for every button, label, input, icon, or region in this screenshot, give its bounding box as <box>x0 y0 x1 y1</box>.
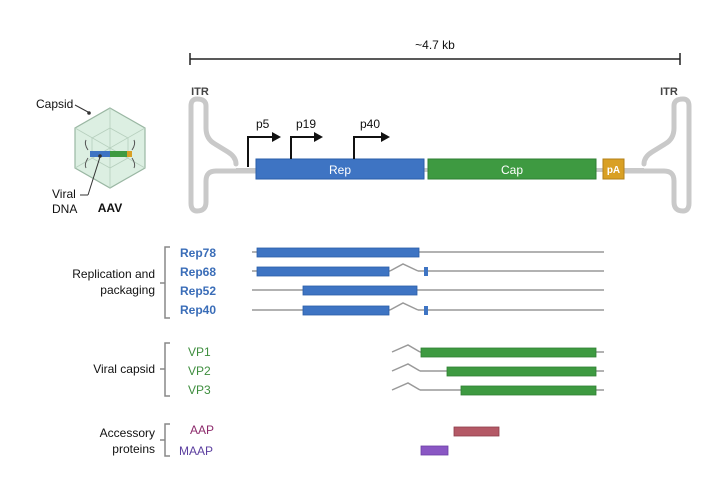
replication-group: Replication and packaging Rep78 Rep68 Re… <box>72 246 604 319</box>
dna-cap-segment <box>110 151 127 157</box>
aap-bar <box>453 426 500 437</box>
cap-gene-label: Cap <box>501 163 523 177</box>
polya-label: pA <box>607 165 620 176</box>
vp1-label: VP1 <box>188 345 211 359</box>
genome-map: ITR ITR Rep Cap pA p5 p19 p40 <box>188 86 692 214</box>
rep-gene <box>255 158 425 180</box>
genome-length-scale: ~4.7 kb <box>189 38 681 65</box>
rep78-label: Rep78 <box>180 246 216 260</box>
accessory-bracket <box>160 423 170 457</box>
promoter-p5-icon <box>247 136 272 167</box>
replication-label-1: Replication and <box>72 267 155 281</box>
dna-pa-segment <box>127 151 132 157</box>
capsid-group: Viral capsid VP1 VP2 VP3 <box>93 342 604 397</box>
rep-gene-label: Rep <box>329 163 351 177</box>
dna-rep-segment <box>90 151 110 157</box>
itr-right-hairpin <box>621 96 692 214</box>
promoter-p40-label: p40 <box>360 117 380 131</box>
rep52-label: Rep52 <box>180 284 216 298</box>
vp2-bar <box>446 366 597 377</box>
capsid-callout-line <box>74 104 89 113</box>
maap-bar <box>420 445 449 456</box>
vp3-bar <box>460 385 597 396</box>
rep52-bar <box>302 285 418 296</box>
accessory-label-1: Accessory <box>100 426 155 440</box>
aav-label: AAV <box>98 201 122 215</box>
capsid-bracket <box>160 342 170 397</box>
accessory-group: Accessory proteins AAP MAAP <box>100 423 500 458</box>
itr-left-hairpin <box>188 96 260 214</box>
cap-gene <box>427 158 597 180</box>
vp1-intron <box>391 344 421 353</box>
vp2-label: VP2 <box>188 364 211 378</box>
capsid-callout-dot <box>87 111 91 115</box>
dna-itr-left-icon <box>84 139 89 169</box>
promoter-p19-icon <box>290 136 314 159</box>
viral-dna-label-2: DNA <box>52 202 77 216</box>
viral-dna-label-1: Viral <box>52 187 76 201</box>
vp2-intron <box>391 363 421 372</box>
rep68-label: Rep68 <box>180 265 216 279</box>
rep68-bar <box>256 266 390 277</box>
rep68-intron <box>389 263 419 272</box>
rep40-intron <box>389 302 419 311</box>
itr-left-label: ITR <box>191 86 209 98</box>
polya-signal <box>602 158 625 180</box>
accessory-label-2: proteins <box>112 442 155 456</box>
aap-label: AAP <box>190 423 214 437</box>
promoter-p5-label: p5 <box>256 117 270 131</box>
itr-right-label: ITR <box>660 86 678 98</box>
promoter-p19-arrowhead <box>314 132 323 142</box>
rep78-bar <box>256 247 420 258</box>
rep40-bar <box>302 305 390 316</box>
promoter-p40-icon <box>353 136 381 159</box>
dna-callout-line <box>87 156 101 196</box>
rep40-exon2 <box>424 306 428 315</box>
replication-label-2: packaging <box>100 283 155 297</box>
capsid-group-label: Viral capsid <box>93 362 155 376</box>
vp3-label: VP3 <box>188 383 211 397</box>
dna-itr-right-icon <box>131 139 136 169</box>
maap-label: MAAP <box>179 444 213 458</box>
aav-particle: Capsid Viral DNA AAV <box>36 97 146 216</box>
promoter-p40-arrowhead <box>381 132 390 142</box>
promoter-p5-arrowhead <box>272 132 281 142</box>
genome-length-label: ~4.7 kb <box>415 38 455 52</box>
capsid-label: Capsid <box>36 97 73 111</box>
vp1-bar <box>420 347 597 358</box>
rep68-exon2 <box>424 267 428 276</box>
promoter-p19-label: p19 <box>296 117 316 131</box>
vp3-intron <box>391 382 421 391</box>
replication-bracket <box>160 246 170 319</box>
rep40-label: Rep40 <box>180 303 216 317</box>
dna-callout-dot <box>98 154 102 158</box>
